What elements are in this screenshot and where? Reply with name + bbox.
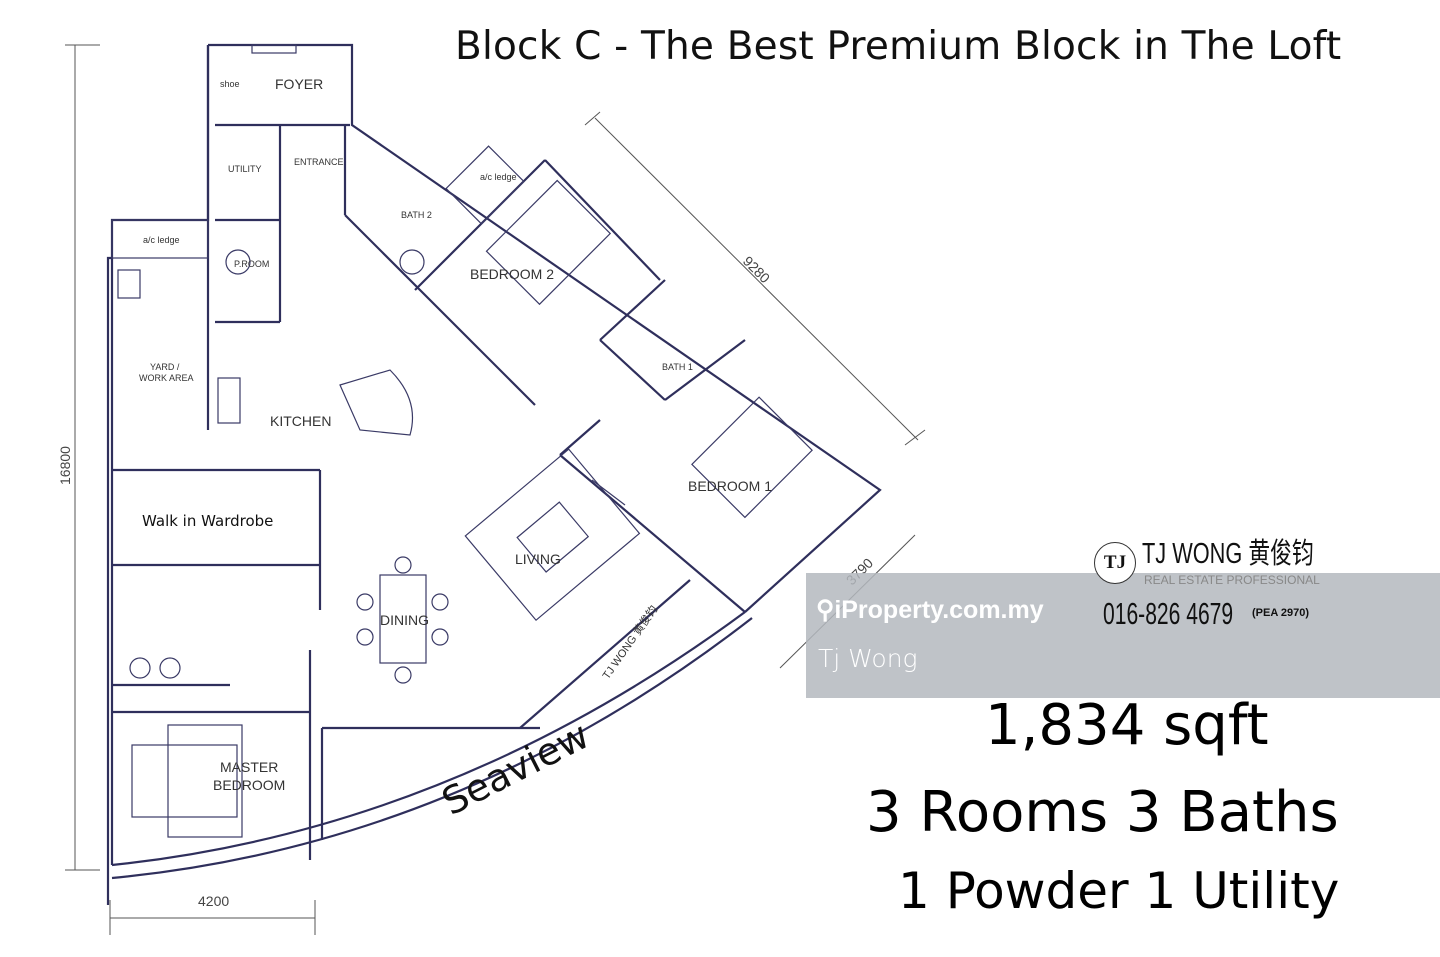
label-dining: DINING [380, 612, 429, 628]
label-master: MASTER [220, 759, 278, 775]
label-bedroom1: BEDROOM 1 [688, 478, 772, 494]
agent-pea: (PEA 2970) [1252, 607, 1310, 619]
label-foyer: FOYER [275, 76, 323, 92]
area-text: 1,834 sqft [985, 693, 1269, 758]
agent-phone: 016-826 4679 [1103, 596, 1234, 631]
location-pin-icon: ⚲ [816, 596, 835, 624]
dimension-lines [65, 44, 926, 935]
extras-text: 1 Powder 1 Utility [898, 862, 1340, 920]
label-walk-in-wardrobe: Walk in Wardrobe [142, 512, 274, 530]
label-bath1: BATH 1 [662, 362, 693, 372]
page-title: Block C - The Best Premium Block in The … [455, 24, 1342, 69]
label-ac-ledge-1: a/c ledge [143, 235, 180, 245]
tj-logo: TJ [1094, 542, 1136, 584]
dim-height: 16800 [57, 446, 73, 485]
agent-brand: TJ WONG 黄俊钧 [1142, 538, 1314, 570]
watermark-site: ⚲iProperty.com.my [816, 596, 1044, 624]
label-proom: P.ROOM [234, 259, 269, 269]
label-entrance: ENTRANCE [294, 157, 344, 167]
furniture [117, 179, 813, 838]
walls [106, 43, 882, 905]
label-kitchen: KITCHEN [270, 413, 331, 429]
watermark-stamp: TJ WONG 黄俊钧 [599, 603, 660, 682]
watermark-band [806, 573, 1440, 698]
label-bedroom2: BEDROOM 2 [470, 266, 554, 282]
agent-subtitle: REAL ESTATE PROFESSIONAL [1144, 573, 1320, 587]
label-living: LIVING [515, 551, 561, 567]
label-shoe: shoe [220, 79, 240, 89]
watermark-agent: Tj Wong [818, 644, 918, 673]
dim-width: 4200 [198, 893, 229, 909]
label-ac-ledge-2: a/c ledge [480, 172, 517, 182]
label-work-area: WORK AREA [139, 373, 194, 383]
watermark-site-text: iProperty.com.my [834, 596, 1044, 624]
rooms-baths-text: 3 Rooms 3 Baths [866, 780, 1339, 845]
label-bath2: BATH 2 [401, 210, 432, 220]
label-bedroom: BEDROOM [213, 777, 285, 793]
label-yard: YARD / [150, 362, 180, 372]
label-utility: UTILITY [228, 164, 262, 174]
dim-diagonal: 9280 [740, 253, 773, 286]
